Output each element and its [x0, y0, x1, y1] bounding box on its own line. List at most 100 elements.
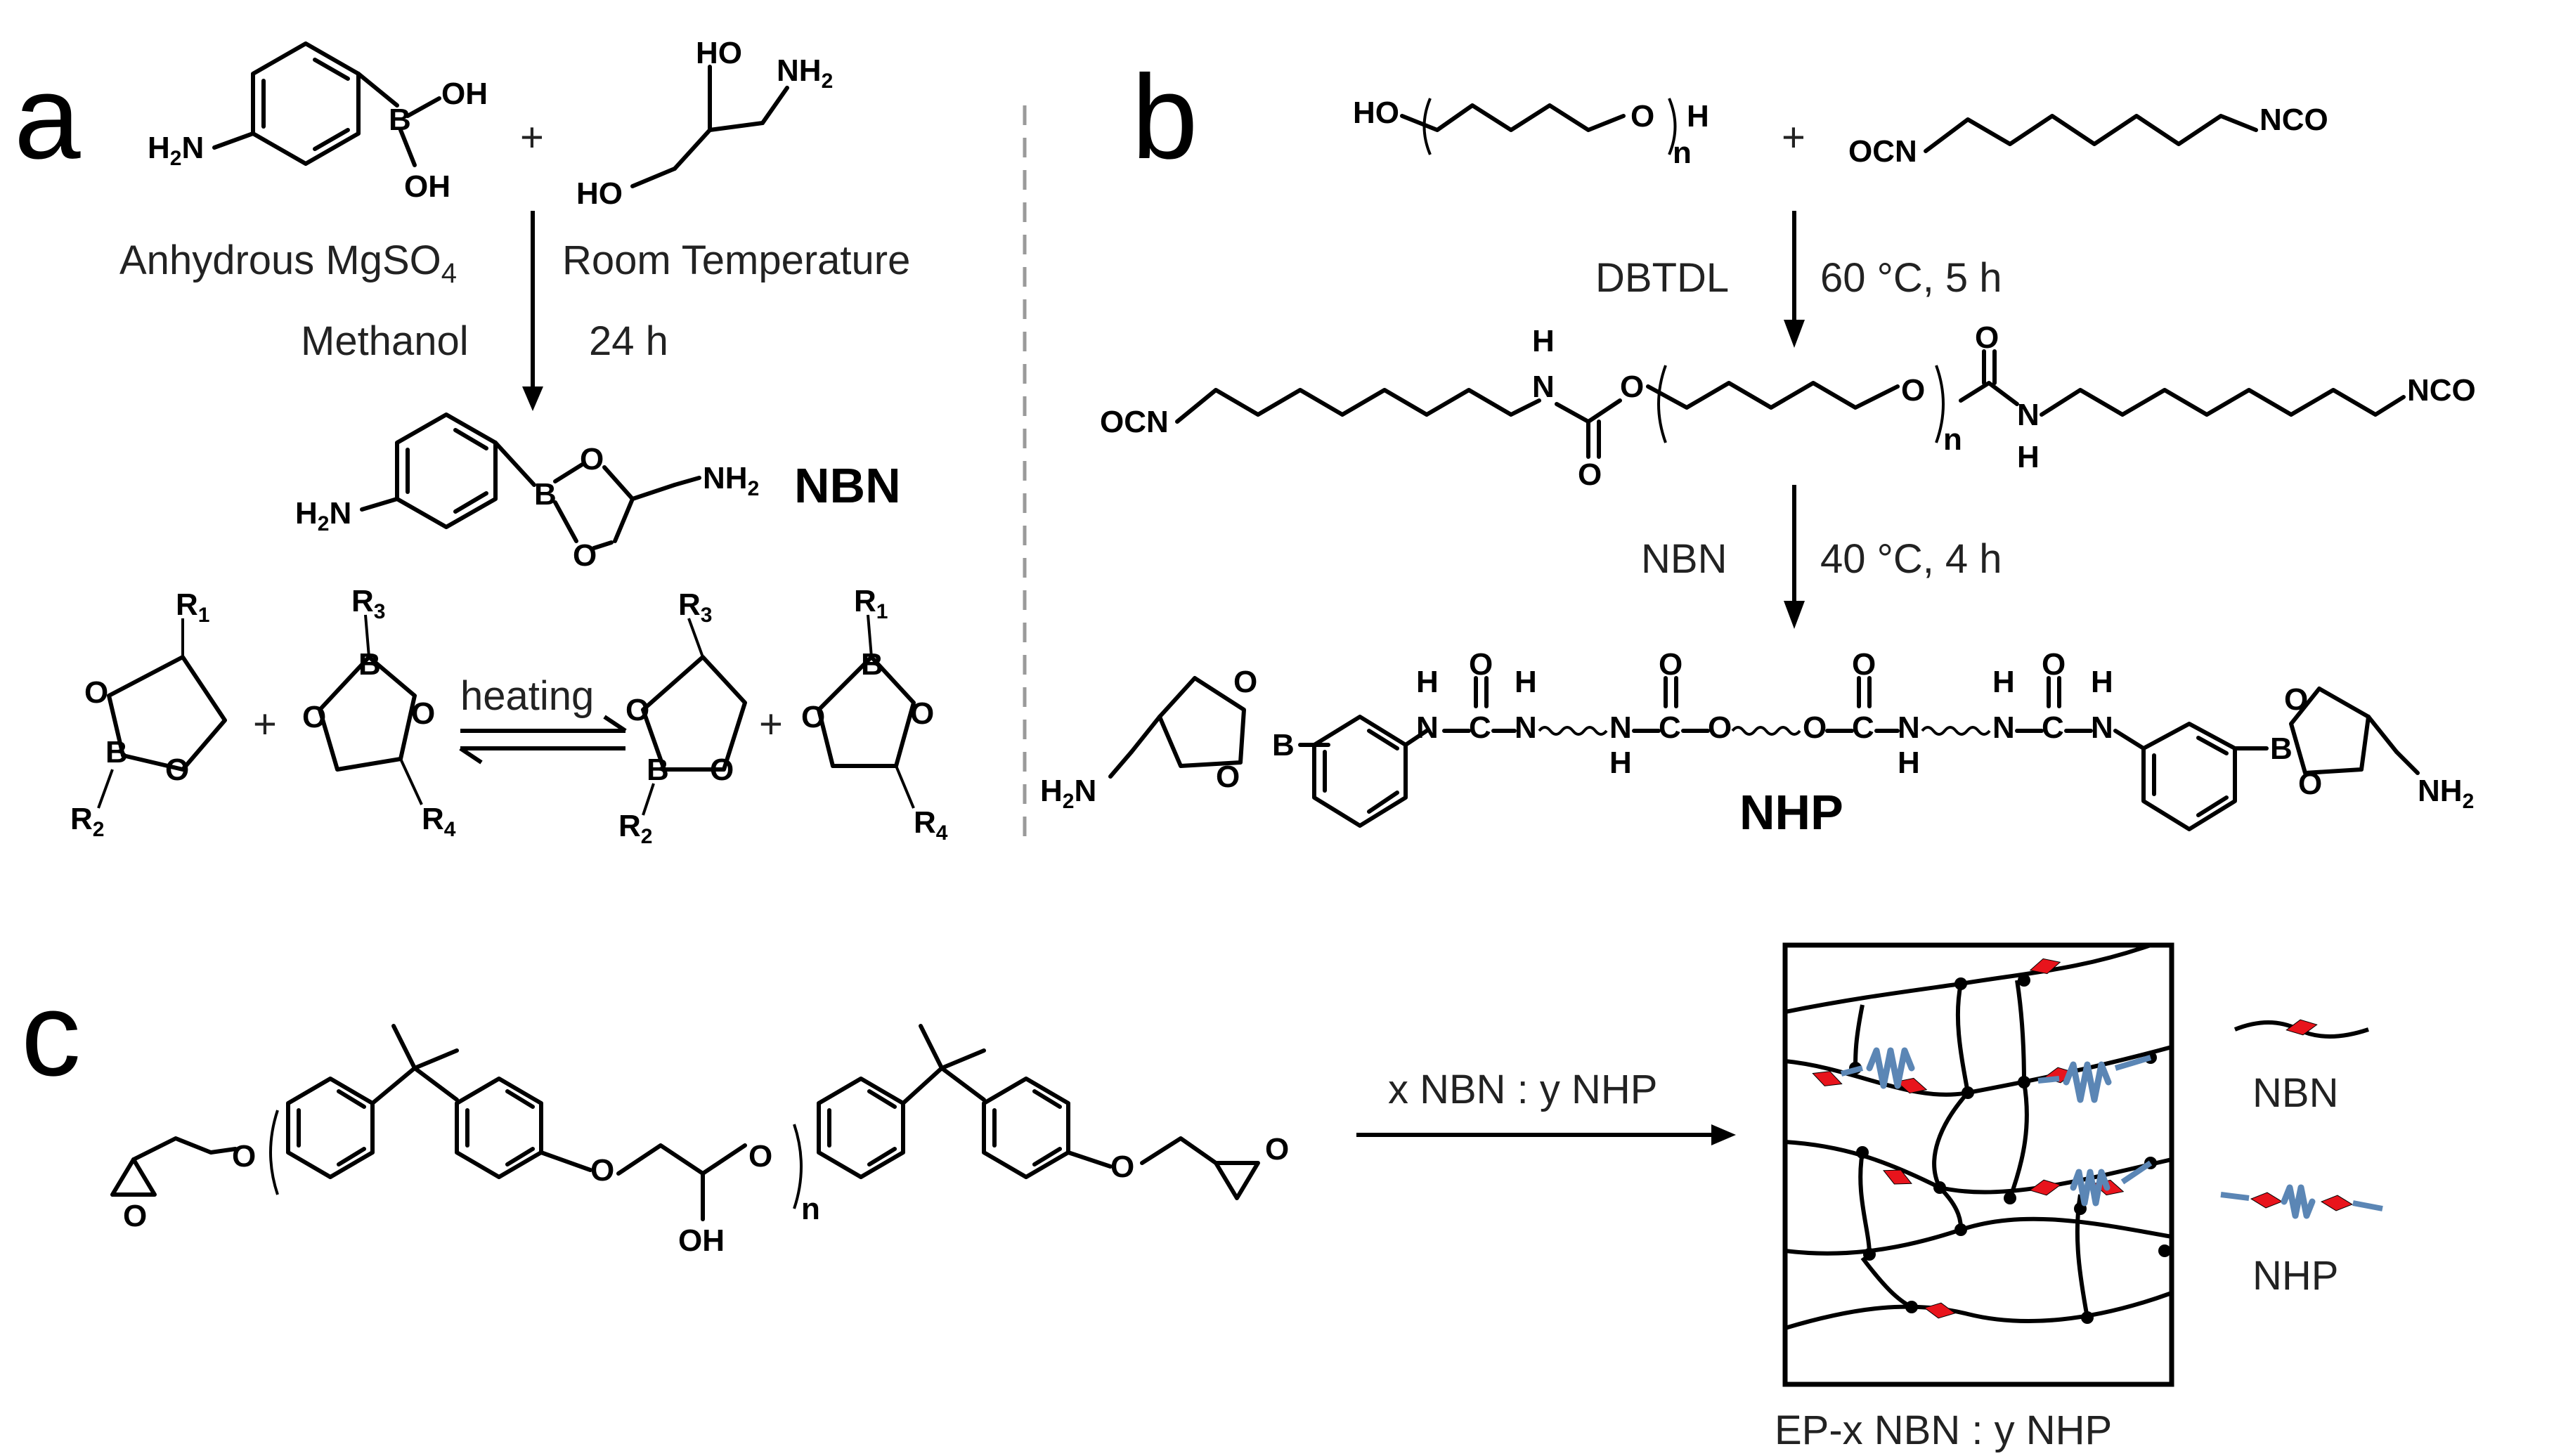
svg-text:H2N: H2N	[1040, 774, 1096, 813]
nbn-structure: H2N B O O NH2	[295, 412, 759, 573]
svg-text:H: H	[2017, 440, 2040, 474]
svg-text:O: O	[232, 1139, 256, 1174]
aminopropanediol-structure: HO HO NH2	[576, 36, 833, 211]
aminophenylboronic-acid-structure: H2N B OH OH	[148, 41, 488, 204]
svg-text:R1: R1	[176, 587, 209, 627]
condition-40c-4h: 40 °C, 4 h	[1820, 536, 2002, 582]
boronic-ester-ring-2: R3 B O O R4	[302, 584, 456, 841]
svg-text:OCN: OCN	[1100, 405, 1169, 439]
svg-text:O: O	[1803, 710, 1827, 745]
plus-sign-b1: +	[1782, 115, 1805, 160]
legend-nbn-label: NBN	[2252, 1070, 2338, 1116]
svg-text:O: O	[411, 696, 435, 731]
svg-text:O: O	[1975, 320, 1999, 355]
svg-text:O: O	[710, 753, 734, 787]
svg-text:B: B	[358, 647, 381, 682]
svg-text:N: N	[1532, 370, 1555, 404]
svg-text:O: O	[1901, 373, 1925, 408]
svg-text:H2N: H2N	[148, 131, 204, 170]
crosslinked-network-illustration	[1782, 942, 2174, 1387]
svg-text:NH2: NH2	[777, 53, 833, 93]
svg-text:B: B	[389, 103, 411, 137]
panel-label-c: c	[21, 968, 81, 1101]
panel-label-b: b	[1132, 51, 1198, 184]
svg-text:B: B	[105, 735, 128, 769]
svg-text:N: N	[2017, 398, 2040, 432]
svg-text:N: N	[1609, 710, 1632, 745]
svg-text:O: O	[1233, 665, 1257, 699]
condition-60c-5h: 60 °C, 5 h	[1820, 255, 2002, 301]
ptmg-structure: HO O n H	[1353, 96, 1709, 170]
svg-text:H: H	[2091, 665, 2113, 699]
arrow-label-x-nbn-y-nhp: x NBN : y NHP	[1388, 1067, 1658, 1112]
svg-text:R1: R1	[854, 584, 888, 623]
svg-text:O: O	[748, 1139, 772, 1174]
svg-text:n: n	[801, 1192, 820, 1226]
svg-text:NCO: NCO	[2407, 373, 2476, 408]
svg-text:O: O	[84, 675, 108, 710]
condition-24h: 24 h	[589, 318, 668, 364]
svg-text:O: O	[1578, 457, 1602, 492]
svg-text:NH2: NH2	[2418, 774, 2474, 813]
svg-text:NCO: NCO	[2259, 103, 2328, 137]
svg-text:O: O	[1216, 760, 1240, 794]
svg-text:HO: HO	[1353, 96, 1399, 130]
panel-c: O O O OH O n	[110, 942, 2383, 1453]
svg-text:H: H	[1416, 665, 1439, 699]
svg-text:R3: R3	[678, 587, 712, 627]
boronic-ester-ring-4: R1 B O O R4	[801, 584, 948, 845]
svg-text:H2N: H2N	[295, 496, 351, 535]
condition-dbtdl: DBTDL	[1595, 255, 1729, 301]
legend: NBN NHP	[2220, 1019, 2383, 1299]
svg-text:N: N	[1515, 710, 1537, 745]
svg-text:O: O	[2284, 682, 2308, 717]
panel-a: H2N B OH OH + HO HO NH2 Anhydrous MgSO4 …	[70, 36, 948, 848]
svg-text:H: H	[1532, 324, 1555, 358]
svg-text:O: O	[1469, 647, 1493, 682]
svg-text:O: O	[1630, 99, 1654, 134]
svg-text:N: N	[1992, 710, 2015, 745]
svg-text:OH: OH	[404, 169, 450, 204]
svg-text:N: N	[1898, 710, 1920, 745]
svg-text:O: O	[1265, 1132, 1289, 1166]
svg-text:H: H	[1687, 99, 1709, 134]
plus-sign-a2: +	[253, 701, 277, 747]
condition-methanol: Methanol	[301, 318, 469, 364]
condition-nbn: NBN	[1641, 536, 1727, 582]
svg-text:O: O	[801, 700, 825, 734]
svg-text:OH: OH	[441, 77, 488, 111]
panel-b: HO O n H + OCN NCO DBTDL 60 °C, 5 h OCN …	[1040, 96, 2476, 840]
svg-text:H: H	[1609, 746, 1632, 780]
svg-text:O: O	[1659, 647, 1683, 682]
svg-text:n: n	[1673, 136, 1692, 170]
svg-text:O: O	[2298, 767, 2322, 801]
svg-text:O: O	[1708, 710, 1732, 745]
svg-text:B: B	[861, 647, 883, 682]
hdi-structure: OCN NCO	[1848, 103, 2328, 169]
svg-text:OH: OH	[678, 1223, 725, 1258]
arrowhead-a	[522, 386, 543, 411]
svg-text:HO: HO	[576, 176, 623, 211]
nhp-label: NHP	[1739, 785, 1843, 840]
svg-text:R2: R2	[618, 809, 652, 848]
nco-prepolymer-structure: OCN N H O O O n O N H NCO	[1100, 320, 2476, 492]
nbn-label: NBN	[794, 458, 901, 513]
svg-text:R2: R2	[70, 802, 104, 841]
boronic-ester-ring-3: R3 O O B R2	[618, 587, 747, 848]
svg-text:O: O	[165, 753, 189, 787]
svg-text:O: O	[1620, 370, 1644, 404]
svg-text:OCN: OCN	[1848, 134, 1917, 169]
svg-text:O: O	[580, 442, 604, 476]
arrowhead-b1	[1784, 320, 1805, 348]
condition-mgso4: Anhydrous MgSO4	[119, 238, 457, 289]
legend-nhp-label: NHP	[2252, 1253, 2338, 1299]
epoxy-resin-structure: O O O OH O n	[110, 1024, 1289, 1258]
network-label: EP-x NBN : y NHP	[1775, 1408, 2112, 1453]
legend-nhp-glyph	[2220, 1184, 2383, 1219]
svg-text:O: O	[302, 700, 326, 734]
svg-text:C: C	[1659, 710, 1681, 745]
heating-label: heating	[460, 673, 594, 719]
svg-text:B: B	[647, 753, 669, 787]
boronic-ester-ring-1: R1 O B O R2	[70, 587, 227, 841]
